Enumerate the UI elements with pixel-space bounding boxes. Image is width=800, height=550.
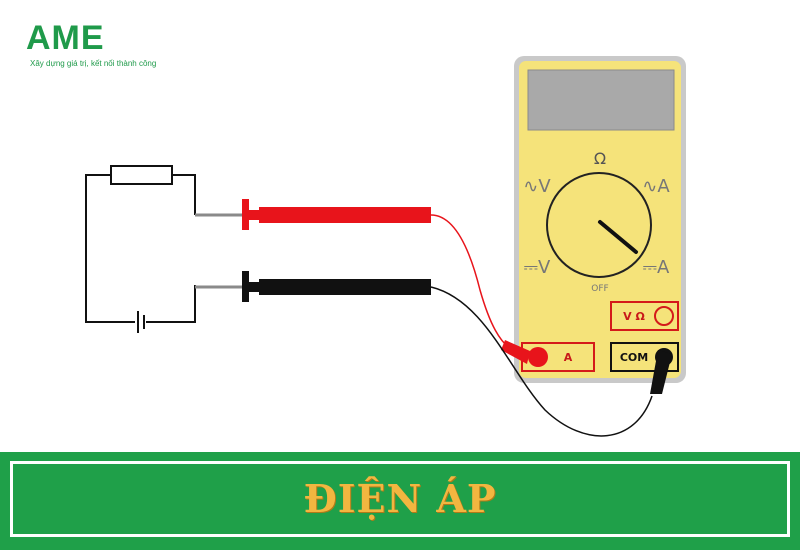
multimeter: Ω ∿V ∿A ⎓V ⎓A OFF V Ω A COM [514,56,686,383]
logo-tagline: Xây dựng giá trị, kết nối thành công [30,59,157,68]
ohm-range-label: Ω [594,149,606,168]
dc-volt-range-label: ⎓V [524,257,551,278]
ac-amp-range-label: ∿A [642,176,670,197]
circuit [85,165,196,333]
circuit-wire [146,285,196,323]
selector-pointer [598,220,638,254]
black-probe[interactable] [242,271,431,302]
black-lead-wire [430,286,653,437]
dc-amp-range-label: ⎓A [643,257,670,278]
red-probe-handle [259,207,431,223]
volt-ohm-jack-box [610,301,679,331]
com-jack-label: COM [620,351,648,364]
title-banner: ĐIỆN ÁP [0,452,800,550]
selector-dial[interactable] [546,172,652,278]
red-lead-wire [430,214,513,351]
black-lead-plug [650,350,672,394]
red-probe-neck [249,210,261,220]
logo-text: AME [26,19,105,57]
multimeter-display [527,69,675,131]
logo: AME Xây dựng giá trị, kết nối thành công [26,18,176,78]
ac-volt-range-label: ∿V [523,176,551,197]
volt-ohm-jack[interactable] [654,306,674,326]
amp-jack[interactable] [528,347,548,367]
banner-title: ĐIỆN ÁP [303,476,497,521]
red-probe-guard [242,199,249,230]
black-probe-guard [242,271,249,302]
resistor [110,165,173,185]
red-lead-plug [501,340,530,364]
multimeter-voltage-diagram: Ω ∿V ∿A ⎓V ⎓A OFF V Ω A COM [85,56,686,437]
black-probe-handle [259,279,431,295]
circuit-wire [85,174,135,323]
title-banner-frame: ĐIỆN ÁP [10,461,790,537]
probe-pins [195,213,243,289]
circuit-wire [172,174,196,215]
off-label: OFF [591,284,608,294]
volt-ohm-jack-label: V Ω [623,310,645,323]
red-probe[interactable] [242,199,431,230]
black-probe-neck [249,282,261,292]
amp-jack-label: A [564,351,573,364]
